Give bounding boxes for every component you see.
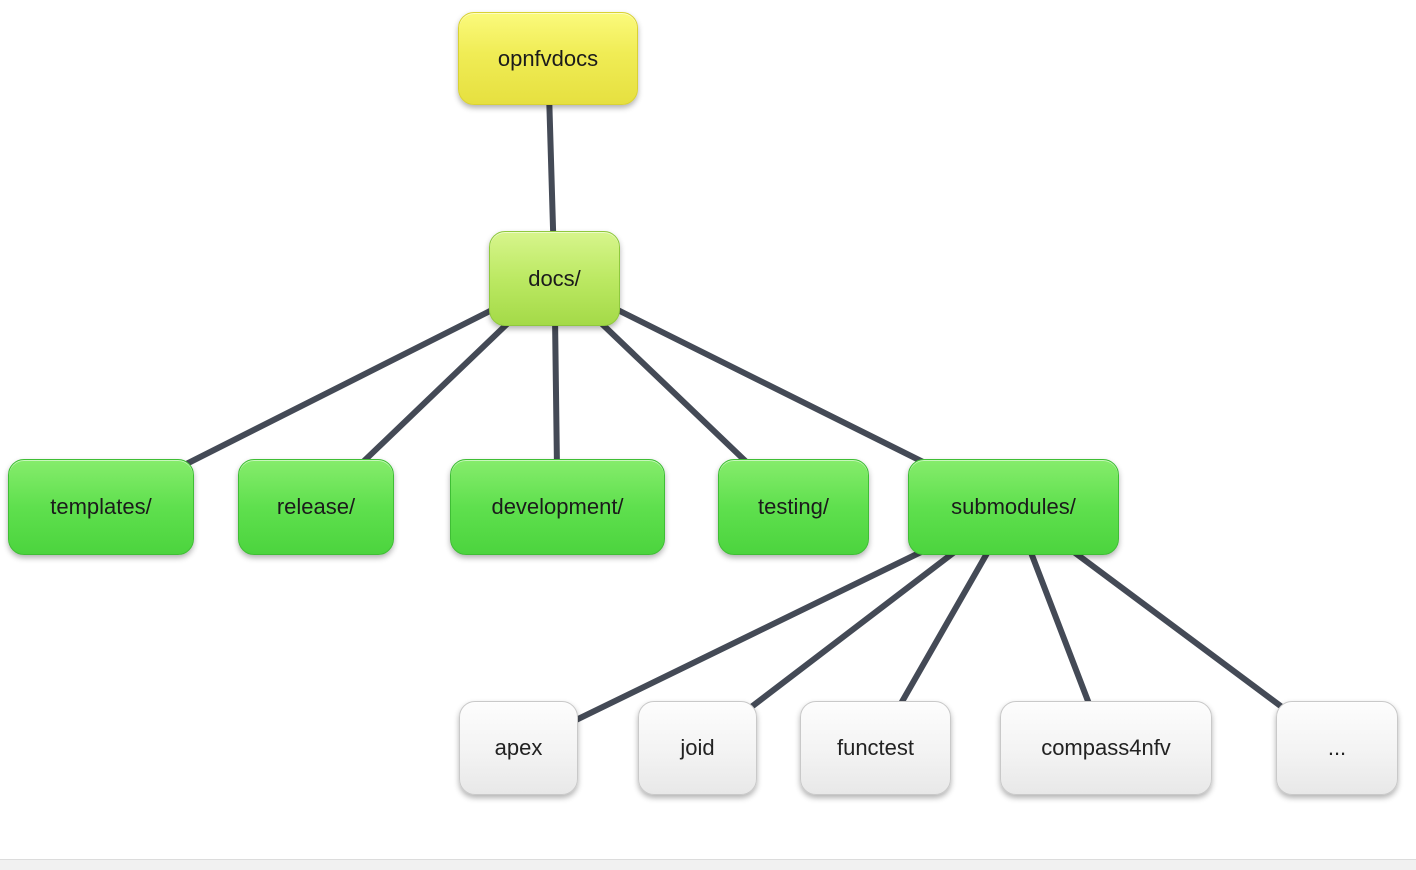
node-testing-label: testing/ bbox=[758, 494, 829, 519]
node-templates: templates/ bbox=[8, 459, 194, 555]
node-functest-label: functest bbox=[836, 735, 915, 760]
bottom-bar bbox=[0, 859, 1416, 870]
node-development: development/ bbox=[450, 459, 665, 555]
node-development-label: development/ bbox=[491, 494, 624, 519]
node-functest: functest bbox=[800, 701, 951, 795]
node-ellipsis-label: ... bbox=[1327, 735, 1347, 760]
node-opnfvdocs: opnfvdocs bbox=[458, 12, 638, 105]
node-joid: joid bbox=[638, 701, 757, 795]
node-docs-label: docs/ bbox=[528, 265, 581, 291]
node-opnfvdocs-label: opnfvdocs bbox=[497, 45, 599, 71]
node-submodules-label: submodules/ bbox=[951, 494, 1076, 519]
node-templates-label: templates/ bbox=[50, 494, 152, 519]
node-compass4nfv: compass4nfv bbox=[1000, 701, 1212, 795]
node-ellipsis: ... bbox=[1276, 701, 1398, 795]
node-release-label: release/ bbox=[276, 494, 356, 519]
node-apex: apex bbox=[459, 701, 578, 795]
node-release: release/ bbox=[238, 459, 394, 555]
node-submodules: submodules/ bbox=[908, 459, 1119, 555]
node-testing: testing/ bbox=[718, 459, 869, 555]
node-compass4nfv-label: compass4nfv bbox=[1041, 735, 1171, 760]
node-joid-label: joid bbox=[680, 735, 715, 760]
node-docs: docs/ bbox=[489, 231, 620, 326]
node-apex-label: apex bbox=[494, 735, 543, 760]
